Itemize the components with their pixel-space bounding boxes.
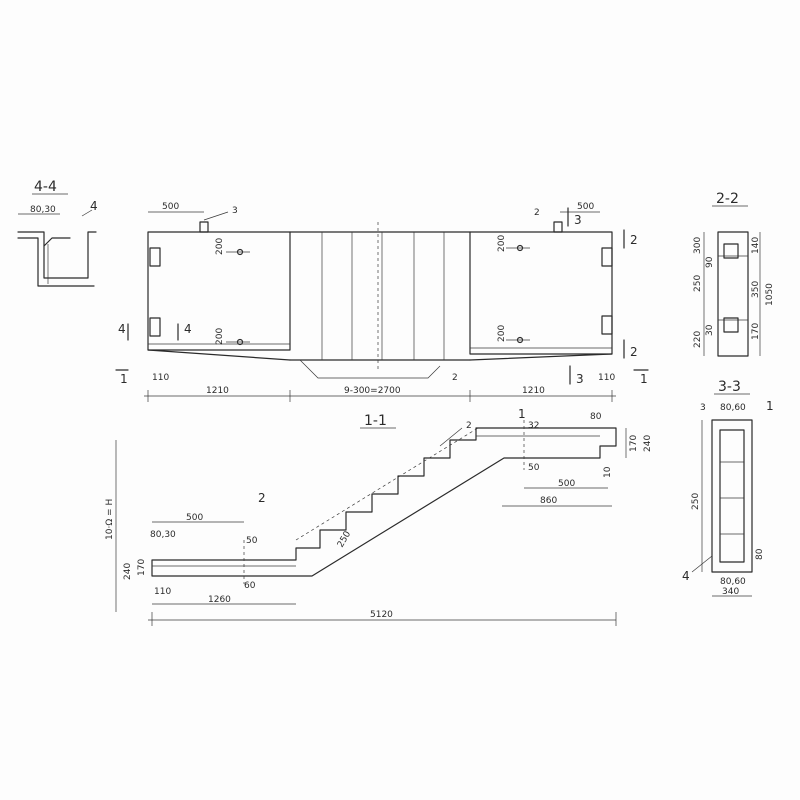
marker-3-left: 3 [232,206,238,216]
dim-500-stair: 500 [186,513,203,523]
dim-80-80: 80 [590,412,602,422]
dim-60-left: 60 [244,581,256,591]
section-2-2: 2-2 300 250 220 90 30 140 350 170 1050 [693,191,775,357]
cut-mark-2-bottom: 2 [630,345,638,359]
cut-mark-1-left: 1 [120,372,128,386]
dim-9-300-2700: 9-300=2700 [344,386,401,396]
dim-80-30-stair: 80,30 [150,530,176,540]
dim-32: 32 [528,421,539,431]
dim-170-left: 170 [137,559,147,576]
dim-30: 30 [705,324,715,336]
right-landing-plate [469,231,613,355]
dim-350: 350 [751,281,761,298]
leader-line [81,209,93,217]
dim-200-right: 200 [497,235,507,252]
dim-500-right-stair: 500 [558,479,575,489]
cut-mark-1-right: 1 [640,372,648,386]
section-1-1-title: 1-1 [364,413,387,429]
dim-240-left: 240 [123,563,133,580]
dim-860: 860 [540,496,557,506]
left-landing-plate [147,231,291,351]
dim-500-left: 500 [162,202,179,212]
dim-250-stair: 250 [336,529,353,549]
dim-240-right: 240 [643,435,653,452]
recess [149,247,161,267]
dim-1260: 1260 [208,595,231,605]
section-4-4: 4-4 80,30 4 [17,179,98,287]
item-2-label-upper: 2 [466,421,472,431]
section-3-3: 3-3 80,60 3 250 80 1 4 80,60 340 [682,379,774,597]
edge-join-left [147,349,291,361]
lifting-loop [199,221,209,233]
stair-profile [151,427,617,577]
dim-90: 90 [705,256,715,268]
marker-1-3-3: 1 [766,399,774,413]
dim-80-60-top: 80,60 [720,403,746,413]
dim-50-left: 50 [246,536,258,546]
marker-3-small: 3 [700,403,706,413]
dim-200-left: 200 [215,238,225,255]
item-2-label-lower: 2 [258,491,266,505]
marker-1-stair: 1 [518,407,526,421]
dim-5120: 5120 [370,610,393,620]
dim-220: 220 [693,331,703,348]
rebar-box [723,317,739,333]
edge-join-right [469,353,613,361]
dim-170: 170 [751,323,761,340]
dim-50-right: 50 [528,463,540,473]
section-1-1: 1-1 2 2 500 80,30 50 60 250 32 80 50 1 1… [105,407,653,626]
recess [601,247,613,267]
dim-170-right: 170 [629,435,639,452]
dim-1210-left: 1210 [206,386,229,396]
profile-outline [17,231,97,279]
dim-340: 340 [722,587,739,597]
section-4-4-title: 4-4 [34,179,57,195]
dim-1050: 1050 [765,283,775,306]
dim-80-3-3: 80 [755,548,765,560]
cut-mark-3-bottom: 3 [576,372,584,386]
marker-3-right: 3 [574,213,582,227]
dim-250-3-3: 250 [691,493,701,510]
dim-250: 250 [693,275,703,292]
dim-110-left: 110 [152,373,169,383]
section-3-3-outline [711,419,753,573]
recess [149,317,161,337]
section-3-3-title: 3-3 [718,379,741,395]
pitch-line [295,427,479,541]
section-2-2-title: 2-2 [716,191,739,207]
dim-1210-right: 1210 [522,386,545,396]
rebar-box [723,243,739,259]
rebar-hook [43,237,71,247]
dim-300: 300 [693,237,703,254]
cut-mark-4-right: 4 [184,322,192,336]
lifting-loop [553,221,563,233]
cut-mark-2-top: 2 [630,233,638,247]
dim-140: 140 [751,237,761,254]
dim-80-30: 80,30 [30,205,56,215]
cut-mark-4-left: 4 [118,322,126,336]
profile-inner [17,237,95,287]
leader-line [691,555,713,573]
dim-80-60-bottom: 80,60 [720,577,746,587]
dim-10-right: 10 [603,466,613,478]
recess [601,315,613,335]
leader-line [203,211,229,221]
dim-110-right: 110 [598,373,615,383]
leader-item-2 [299,359,441,379]
marker-2-top: 2 [534,208,540,218]
marker-4: 4 [90,199,98,213]
plan-view: 500 3 500 2 3 [115,202,649,402]
dim-500-right: 500 [577,202,594,212]
dim-200-left-bottom: 200 [215,328,225,345]
dim-200-right-bottom: 200 [497,325,507,342]
leader-line [439,427,463,447]
marker-4-3-3: 4 [682,569,690,583]
section-2-2-outline [717,231,749,357]
item-2-label: 2 [452,373,458,383]
rebar-cage [719,429,745,563]
dim-110-stair: 110 [154,587,171,597]
dim-height-h: 10·Ω = H [105,499,115,540]
